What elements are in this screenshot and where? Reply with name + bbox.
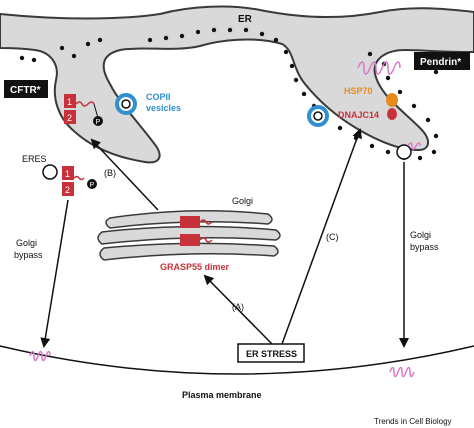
arrow-golgi-bypass-left: [40, 199, 69, 348]
golgi-label: Golgi: [232, 196, 253, 206]
pendrin-vesicle: [396, 142, 421, 160]
er-stress-label: ER STRESS: [246, 349, 297, 359]
pendrin-label: Pendrin*: [420, 57, 461, 68]
vesicles-label: vesicles: [146, 103, 181, 113]
grasp55-label: GRASP55 dimer: [160, 262, 230, 272]
step-b-label: (B): [104, 168, 116, 178]
cftr-label: CFTR*: [10, 85, 41, 96]
arrow-a: [203, 274, 273, 345]
svg-text:1: 1: [65, 169, 70, 179]
golgi-bypass-right-2: bypass: [410, 242, 439, 252]
step-c-label: (C): [326, 232, 339, 242]
eres-vesicle: 1 2 P: [42, 164, 97, 196]
svg-text:1: 1: [67, 97, 72, 107]
svg-text:P: P: [96, 119, 101, 126]
svg-text:2: 2: [65, 185, 70, 195]
svg-text:2: 2: [67, 113, 72, 123]
svg-text:P: P: [90, 182, 95, 189]
hsp70-label: HSP70: [344, 86, 373, 96]
copii-vesicle-right: [307, 105, 329, 127]
golgi-bypass-left-1: Golgi: [16, 238, 37, 248]
pendrin-label-box: [414, 52, 470, 70]
copii-label: COPII: [146, 92, 171, 102]
cftr-domain-er: 1 2 P: [64, 94, 103, 126]
pendrin-coil-er: [357, 61, 401, 75]
eres-label: ERES: [22, 154, 47, 164]
plasma-membrane-label: Plasma membrane: [182, 390, 262, 400]
pendrin-membrane-left: [29, 350, 51, 362]
journal-label: Trends in Cell Biology: [374, 417, 452, 426]
dnajc14-label: DNAJC14: [338, 110, 379, 120]
er-label: ER: [238, 14, 253, 25]
arrow-c: [281, 128, 362, 345]
cftr-label-box: [4, 80, 48, 98]
golgi-bypass-left-2: bypass: [14, 250, 43, 260]
grasp55-dimer: [180, 216, 213, 246]
copii-vesicle: [115, 93, 137, 115]
pendrin-membrane-right: [389, 366, 415, 378]
arrow-b: [90, 138, 159, 211]
golgi-bypass-right-1: Golgi: [410, 230, 431, 240]
er-stress-box: [237, 343, 305, 363]
hsp70-shape: [386, 93, 398, 107]
er-membrane: [0, 5, 474, 164]
plasma-membrane: [0, 345, 474, 375]
dnajc14-shape: [387, 108, 397, 120]
step-a-label: (A): [232, 302, 244, 312]
